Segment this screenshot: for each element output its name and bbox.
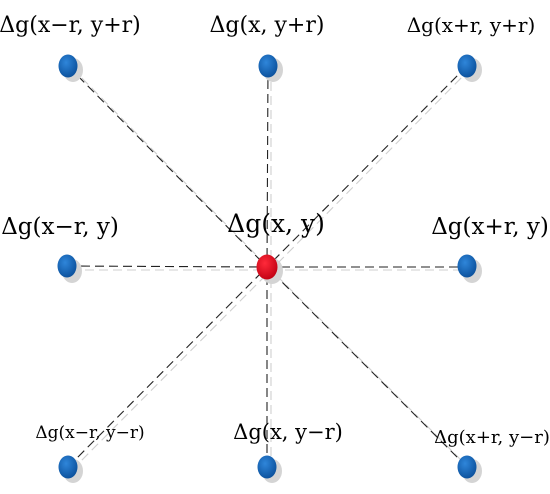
connector-top-right [266,65,468,268]
label-top-center: Δg(x, y+r) [210,13,325,38]
connector-top-center [266,65,269,268]
connector-bottom-left [67,266,268,468]
label-center: Δg(x, y) [227,209,325,238]
label-bottom-right: Δg(x+r, y−r) [434,427,550,448]
connector-lines [66,65,472,471]
node-middle-left [57,254,77,278]
connector-top-left [67,65,268,268]
connector-middle-left [66,265,268,268]
node-top-right [457,54,477,78]
node-bottom-left [58,455,78,479]
label-bottom-center: Δg(x, y−r) [233,420,343,444]
node-top-center [258,54,278,78]
label-middle-left: Δg(x−r, y) [1,214,119,240]
node-center [256,254,278,280]
nodes [57,54,482,483]
node-middle-right [457,254,477,278]
label-top-left: Δg(x−r, y+r) [0,13,141,38]
label-top-right: Δg(x+r, y+r) [407,13,536,37]
connector-bottom-right [266,266,468,468]
node-top-left [58,54,78,78]
label-middle-right: Δg(x+r, y) [431,214,549,240]
node-labels: Δg(x−r, y+r) Δg(x, y+r) Δg(x+r, y+r) Δg(… [0,13,550,448]
node-bottom-center [257,455,277,479]
label-bottom-left: Δg(x−r, y−r) [35,423,144,443]
node-bottom-right [457,455,477,479]
